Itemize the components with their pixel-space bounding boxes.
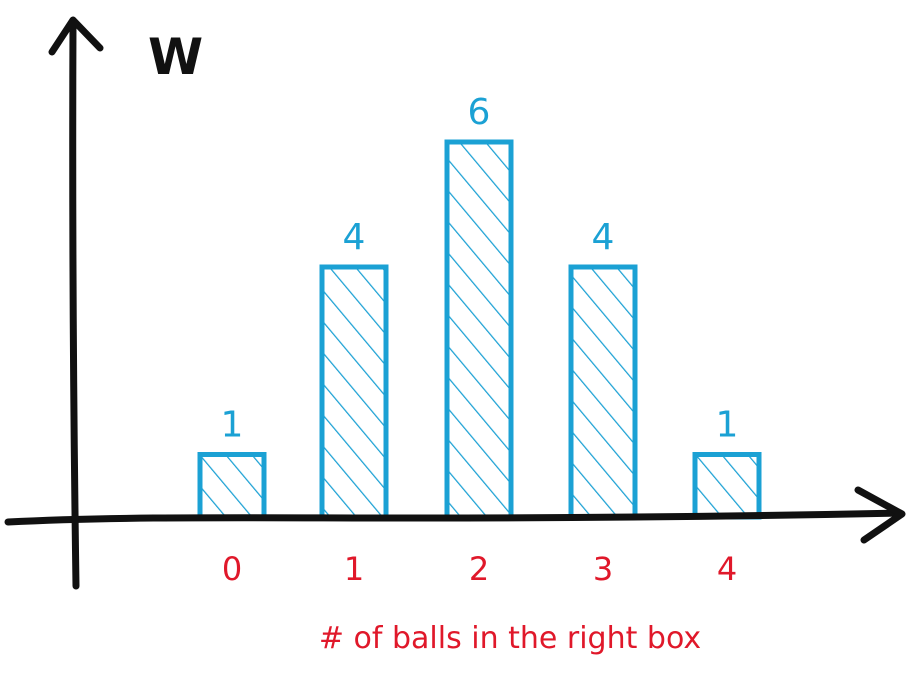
bars-layer [197,139,762,520]
value-label-0: 1 [221,405,244,446]
x-tick-label-4: 4 [717,550,737,588]
bar-0 [197,452,267,520]
x-tick-label-3: 3 [593,550,613,588]
x-axis-label: # of balls in the right box [319,621,701,656]
x-tick-label-0: 0 [222,550,242,588]
y-axis-label: W [148,28,203,86]
bar-4 [692,452,762,520]
value-label-2: 6 [468,92,491,133]
value-labels-layer: 1 4 6 4 1 [221,92,739,446]
x-axis-line [4,509,904,526]
axes [4,16,906,590]
x-tick-label-1: 1 [344,550,364,588]
bar-2 [444,139,514,520]
y-axis-line [69,18,80,590]
x-axis-arrowhead [854,486,906,544]
x-tick-label-2: 2 [469,550,489,588]
bar-3 [568,264,638,520]
bar-1 [319,264,389,520]
value-label-1: 4 [343,217,366,258]
y-axis-arrowhead [48,16,104,56]
value-label-3: 4 [592,217,615,258]
tick-labels-layer: 0 1 2 3 4 [222,550,737,588]
value-label-4: 1 [716,405,739,446]
